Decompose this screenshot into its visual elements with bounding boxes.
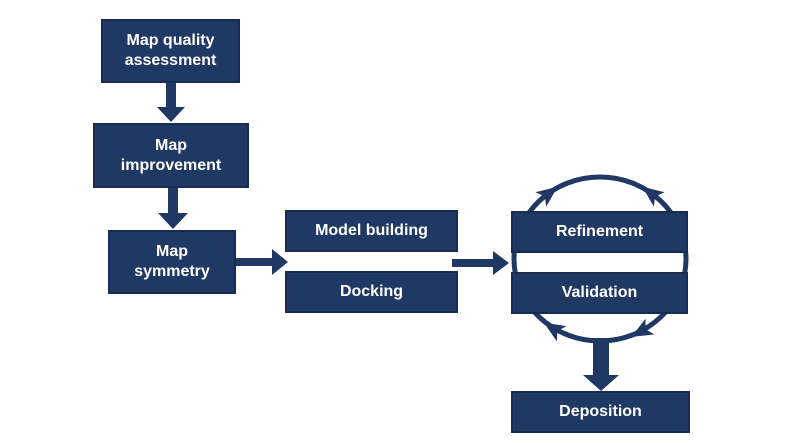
- node-label: Map quality: [126, 32, 215, 50]
- node-label: Deposition: [559, 403, 642, 421]
- cycle-arrowhead-top-left-icon: [535, 186, 558, 207]
- cycle-arrowhead-bottom-left-icon: [543, 322, 567, 342]
- arrow-improvement-to-symmetry-icon: [158, 187, 188, 229]
- node-label: Map: [155, 136, 187, 154]
- node-docking: Docking: [285, 271, 458, 313]
- node-label: Refinement: [555, 223, 644, 241]
- arrow-assessment-to-improvement-icon: [157, 83, 185, 122]
- node-label: Docking: [339, 283, 404, 301]
- cycle-arrowhead-top-right-icon: [642, 186, 665, 207]
- node-label: Model building: [315, 222, 428, 240]
- node-map-quality-assessment: Map quality assessment: [101, 19, 240, 83]
- node-label: Validation: [561, 284, 638, 302]
- arrow-cycle-to-deposition-icon: [583, 338, 619, 391]
- node-validation: Validation: [511, 272, 688, 314]
- node-deposition: Deposition: [511, 391, 690, 433]
- node-refinement: Refinement: [511, 211, 688, 253]
- node-label: improvement: [120, 156, 222, 174]
- node-label: Map: [156, 243, 188, 261]
- node-model-building: Model building: [285, 210, 458, 252]
- node-label: assessment: [124, 52, 217, 69]
- cycle-gap-mask: [519, 252, 681, 273]
- node-map-symmetry: Map symmetry: [108, 230, 236, 294]
- cycle-arrowhead-bottom-right-icon: [631, 318, 655, 337]
- node-label: symmetry: [134, 263, 210, 280]
- arrow-symmetry-to-building-icon: [236, 249, 288, 275]
- node-map-improvement: Map improvement: [93, 123, 249, 188]
- arrow-building-to-refinement-icon: [452, 251, 509, 275]
